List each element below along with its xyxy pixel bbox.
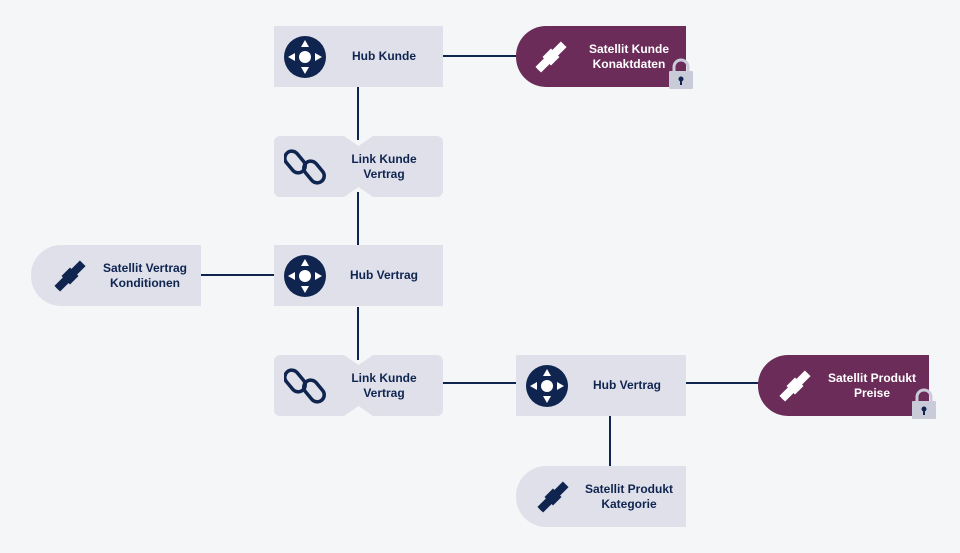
satellite-kategorie-label: Satellit Produkt Kategorie: [584, 481, 673, 511]
satellite-node-kunde-kontaktdaten[interactable]: Satellit Kunde Konaktdaten: [516, 26, 686, 87]
link-node-kunde-vertrag-1[interactable]: Link Kunde Vertrag: [274, 136, 443, 197]
lock-icon: [669, 58, 693, 89]
satellite-icon: [535, 41, 567, 73]
hub-node-kunde[interactable]: Hub Kunde: [274, 26, 443, 87]
hub-compass-icon: [526, 365, 568, 407]
satellite-icon: [54, 260, 86, 292]
satellite-shape: [31, 245, 201, 306]
satellite-node-produkt-preise[interactable]: Satellit Produkt Preise: [758, 355, 929, 416]
satellite-node-vertrag-konditionen[interactable]: Satellit Vertrag Konditionen: [31, 245, 201, 306]
satellite-icon: [779, 370, 811, 402]
link-node-kunde-vertrag-2[interactable]: Link Kunde Vertrag: [274, 355, 443, 416]
hub-kunde-label: Hub Kunde: [352, 49, 416, 63]
link-2-label: Link Kunde Vertrag: [351, 370, 417, 400]
satellite-preise-label: Satellit Produkt Preise: [827, 370, 916, 400]
hub-node-vertrag-1[interactable]: Hub Vertrag: [274, 245, 443, 306]
satellite-shape: [758, 355, 929, 416]
lock-icon: [912, 388, 936, 419]
satellite-shape: [516, 466, 686, 527]
link-1-label: Link Kunde Vertrag: [351, 151, 417, 181]
chain-link-icon: [284, 149, 326, 185]
hub-vertrag-2-label: Hub Vertrag: [592, 378, 661, 392]
satellite-shape: [516, 26, 686, 87]
satellite-vertrag-label: Satellit Vertrag Konditionen: [102, 260, 188, 290]
hub-node-vertrag-2[interactable]: Hub Vertrag: [516, 355, 686, 416]
satellite-kunde-label: Satellit Kunde Konaktdaten: [588, 41, 669, 71]
satellite-icon: [537, 481, 569, 513]
chain-link-icon: [284, 368, 326, 404]
hub-compass-icon: [284, 255, 326, 297]
satellite-node-produkt-kategorie[interactable]: Satellit Produkt Kategorie: [516, 466, 686, 527]
hub-vertrag-1-label: Hub Vertrag: [349, 268, 418, 282]
hub-compass-icon: [284, 36, 326, 78]
